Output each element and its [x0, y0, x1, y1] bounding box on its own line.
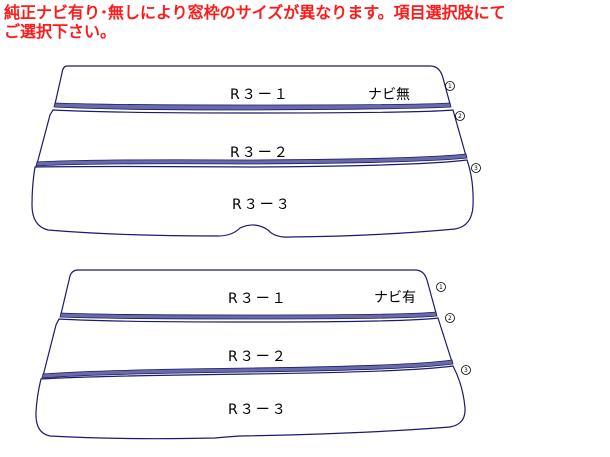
- notice-line-1: 純正ナビ有り･無しにより窓枠のサイズが異なります。項目選択肢にて: [4, 3, 506, 22]
- piece-3-number: 3: [474, 165, 478, 172]
- piece-1-label: R３ー１: [230, 87, 290, 103]
- piece-2-number-circle: [445, 313, 455, 323]
- navi-tag: ナビ無: [368, 87, 410, 103]
- piece-3-number: 3: [464, 367, 468, 374]
- piece-2-number: 2: [458, 113, 462, 120]
- piece-1-band: [53, 102, 452, 111]
- piece-1-number: 1: [439, 284, 443, 291]
- piece-3-outline: [31, 159, 474, 238]
- piece-1-band: [59, 311, 438, 320]
- piece-2-band: [41, 359, 454, 379]
- piece-2-label: R３ー２: [228, 349, 288, 365]
- notice-line-2: ご選択下さい。: [4, 22, 117, 41]
- piece-2-number-circle: [455, 111, 465, 121]
- piece-2-label: R３ー２: [230, 145, 290, 161]
- piece-3-label: R３ー３: [232, 197, 292, 213]
- diagram-without-navi: R３ー１ ナビ無 R３ー２ R３ー３ 1 2 3: [31, 65, 481, 238]
- piece-1-number-circle: [436, 282, 446, 292]
- piece-3-label: R３ー３: [228, 402, 288, 418]
- piece-3-number-circle: [461, 365, 471, 375]
- piece-1-label: R３ー１: [228, 291, 288, 307]
- diagram-with-navi: R３ー１ ナビ有 R３ー２ R３ー３ 1 2 3: [35, 269, 471, 440]
- piece-1-number: 1: [448, 83, 452, 90]
- piece-2-number: 2: [448, 315, 452, 322]
- piece-3-outline: [35, 365, 466, 440]
- piece-1-number-circle: [445, 81, 455, 91]
- navi-tag: ナビ有: [374, 290, 416, 306]
- piece-2-band: [35, 153, 468, 167]
- piece-3-number-circle: [471, 163, 481, 173]
- size-notice: 純正ナビ有り･無しにより窓枠のサイズが異なります。項目選択肢にて ご選択下さい。: [4, 3, 604, 41]
